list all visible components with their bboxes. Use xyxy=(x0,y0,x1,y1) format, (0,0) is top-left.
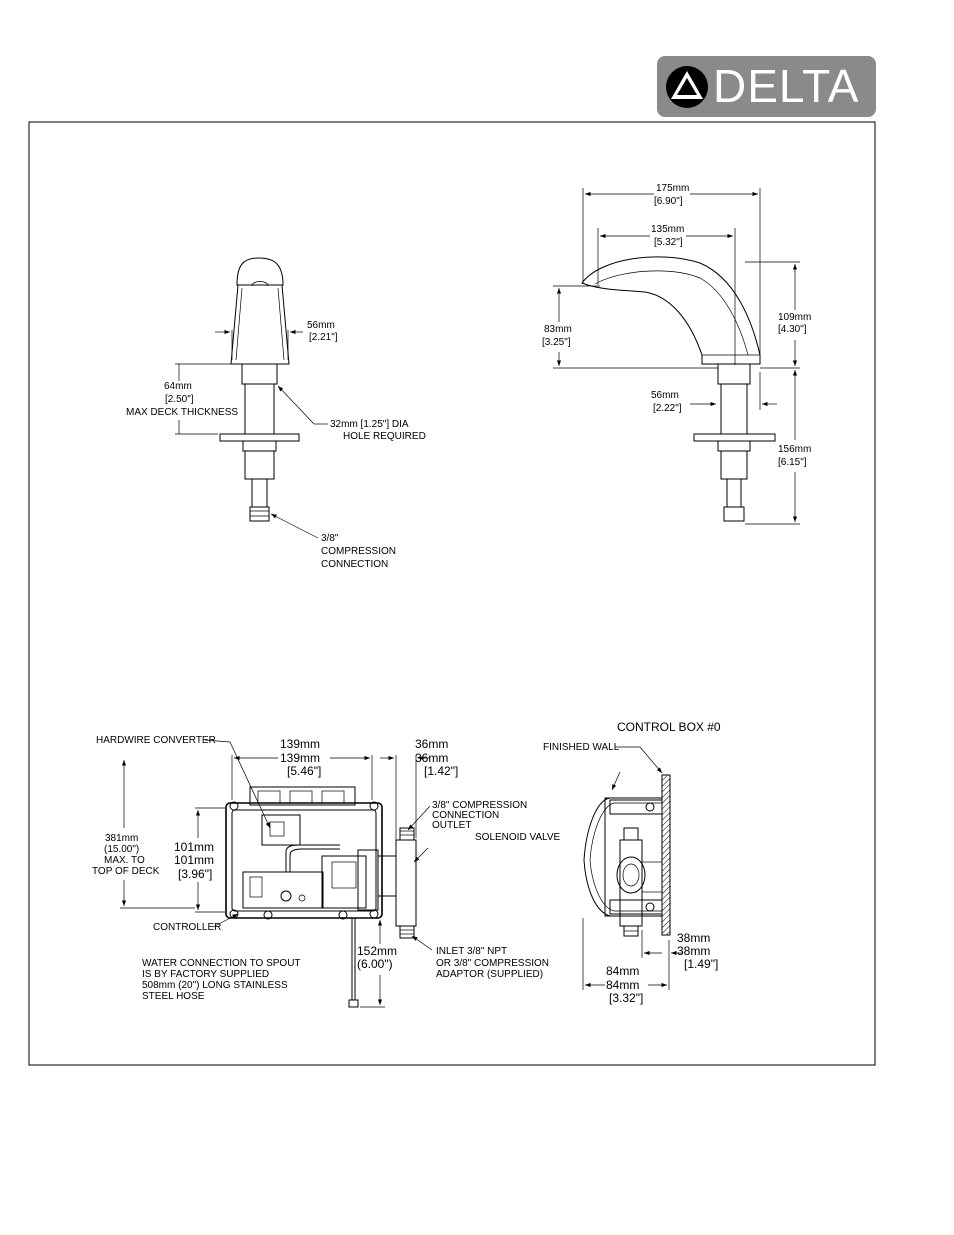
deck-label: MAX DECK THICKNESS xyxy=(126,407,238,418)
base-in: [2.22"] xyxy=(653,403,682,414)
side-depth-mm1: 38mm xyxy=(677,931,710,945)
delta-emblem-icon xyxy=(666,66,708,108)
inner-in: [5.32"] xyxy=(654,237,683,248)
max-line4: TOP OF DECK xyxy=(92,866,160,877)
front-width-mm: 56mm xyxy=(307,320,335,331)
valve-depth-mm1: 36mm xyxy=(415,737,448,751)
hose-in: (6.00") xyxy=(357,957,393,971)
spout-h-mm: 83mm xyxy=(544,324,572,335)
outlet-line2: CONNECTION xyxy=(432,810,499,821)
side-depth-in: [1.49"] xyxy=(684,957,718,971)
reach-in: [6.90"] xyxy=(654,196,683,207)
box-width-in: [5.46"] xyxy=(287,764,321,778)
inner-mm: 135mm xyxy=(651,224,684,235)
control-box-front-view: HARDWIRE CONVERTER 139mm 139mm [5.46"] 3… xyxy=(92,735,561,1008)
control-box-title: CONTROL BOX #0 xyxy=(617,720,721,734)
side-depth-mm2: 38mm xyxy=(677,944,710,958)
deck-mm: 64mm xyxy=(164,381,192,392)
outlet-line3: OUTLET xyxy=(432,820,471,831)
note-line1: WATER CONNECTION TO SPOUT xyxy=(142,958,301,969)
box-width-mm2: 139mm xyxy=(280,751,320,765)
spout-h-in: [3.25"] xyxy=(542,337,571,348)
side-width-in: [3.32"] xyxy=(609,991,643,1005)
drawing-frame xyxy=(28,121,876,1066)
comp-line3: CONNECTION xyxy=(321,559,388,570)
comp-line2: COMPRESSION xyxy=(321,546,396,557)
side-width-mm1: 84mm xyxy=(606,964,639,978)
note-line4: STEEL HOSE xyxy=(142,991,205,1002)
reach-mm: 175mm xyxy=(656,183,689,194)
below-in: [6.15"] xyxy=(778,457,807,468)
faucet-side-view: 175mm [6.90"] 135mm [5.32"] 83mm [3.25"]… xyxy=(542,183,811,525)
controller-label: CONTROLLER xyxy=(153,922,221,933)
box-width-mm1: 139mm xyxy=(280,737,320,751)
below-mm: 156mm xyxy=(778,444,811,455)
hole-line2: HOLE REQUIRED xyxy=(343,431,426,442)
base-mm: 56mm xyxy=(651,390,679,401)
side-width-mm2: 84mm xyxy=(606,978,639,992)
box-height-mm2: 101mm xyxy=(174,853,214,867)
outlet-line1: 3/8" COMPRESSION xyxy=(432,800,527,811)
faucet-front-view: 56mm [2.21"] 64mm [2.50"] MAX DECK THICK… xyxy=(126,257,426,570)
max-in: (15.00") xyxy=(104,844,139,855)
box-height-in: [3.96"] xyxy=(178,867,212,881)
control-box-side-view: CONTROL BOX #0 FINISHED WALL 38mm 38mm [… xyxy=(543,720,721,1005)
deck-in: [2.50"] xyxy=(165,394,194,405)
solenoid-valve-label: SOLENOID VALVE xyxy=(475,832,561,843)
max-line3: MAX. TO xyxy=(104,855,145,866)
hardwire-converter-label: HARDWIRE CONVERTER xyxy=(96,735,216,746)
note-line3: 508mm (20") LONG STAINLESS xyxy=(142,980,288,991)
box-height-mm1: 101mm xyxy=(174,840,214,854)
inlet-line2: OR 3/8" COMPRESSION xyxy=(436,958,549,969)
finished-wall-label: FINISHED WALL xyxy=(543,742,620,753)
brand-wordmark: DELTA xyxy=(713,60,860,112)
inlet-line1: INLET 3/8" NPT xyxy=(436,946,507,957)
total-h-in: [4.30"] xyxy=(778,324,807,335)
note-line2: IS BY FACTORY SUPPLIED xyxy=(142,969,269,980)
comp-line1: 3/8" xyxy=(321,533,339,544)
valve-depth-mm2: 36mm xyxy=(415,751,448,765)
hose-mm: 152mm xyxy=(357,944,397,958)
total-h-mm: 109mm xyxy=(778,312,811,323)
max-mm: 381mm xyxy=(105,833,138,844)
front-width-in: [2.21"] xyxy=(309,332,338,343)
inlet-line3: ADAPTOR (SUPPLIED) xyxy=(436,969,543,980)
hole-line1: 32mm [1.25"] DIA xyxy=(330,419,409,430)
valve-depth-in: [1.42"] xyxy=(424,764,458,778)
